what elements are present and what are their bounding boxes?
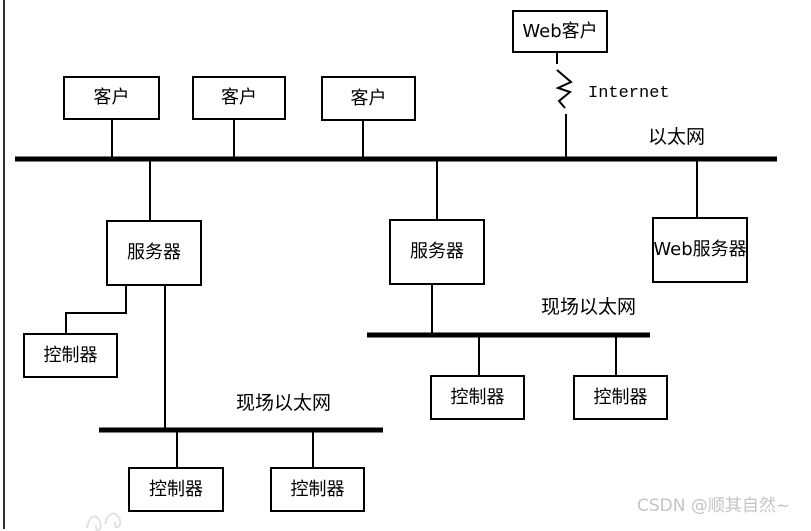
node-controller-c: 控制器 [430, 375, 525, 420]
node-server-left-label: 服务器 [127, 242, 181, 263]
node-server-left: 服务器 [106, 220, 202, 286]
node-controller-c-label: 控制器 [450, 386, 505, 408]
node-client-2: 客户 [192, 76, 286, 120]
ethernet-label: 以太网 [648, 126, 706, 148]
node-controller-a-label: 控制器 [149, 478, 203, 500]
node-server-right-label: 服务器 [410, 241, 464, 262]
node-client-1-label: 客户 [93, 87, 130, 108]
node-controller-a: 控制器 [128, 467, 224, 512]
node-client-2-label: 客户 [221, 87, 257, 108]
faint-watermark-squiggle [86, 512, 122, 531]
node-controller-left-label: 控制器 [43, 344, 98, 366]
node-web-server-label: Web服务器 [653, 239, 747, 260]
node-web-client: Web客户 [512, 10, 608, 53]
field-ethernet-left-label: 现场以太网 [236, 392, 332, 414]
field-ethernet-right-label: 现场以太网 [541, 296, 637, 318]
node-web-server: Web服务器 [652, 217, 748, 283]
node-controller-left: 控制器 [23, 333, 118, 378]
internet-label: Internet [588, 84, 670, 103]
node-client-1: 客户 [63, 76, 160, 120]
node-controller-d-label: 控制器 [593, 386, 648, 408]
node-controller-b: 控制器 [270, 467, 365, 512]
internet-zigzag-icon [555, 69, 573, 109]
node-controller-d: 控制器 [573, 375, 668, 420]
csdn-watermark: CSDN @顺其自然~ [637, 496, 791, 516]
node-controller-b-label: 控制器 [290, 478, 345, 500]
node-server-right: 服务器 [389, 219, 485, 285]
server-left-to-controller-connector [65, 286, 127, 333]
node-client-3: 客户 [321, 76, 416, 121]
node-client-3-label: 客户 [350, 87, 387, 109]
node-web-client-label: Web客户 [522, 20, 598, 42]
